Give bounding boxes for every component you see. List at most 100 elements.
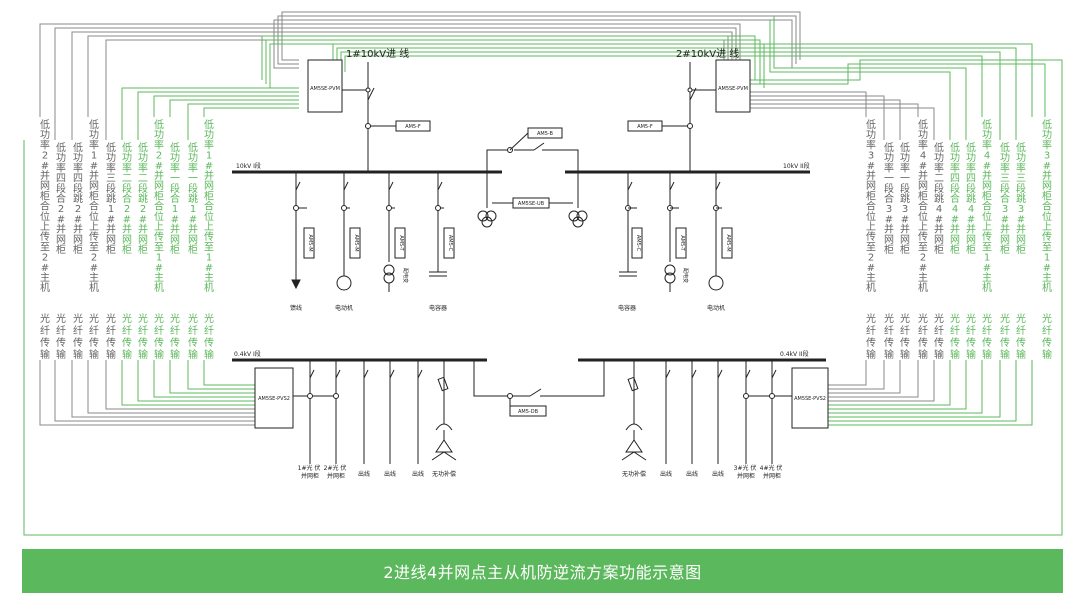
load-capacitor-left: 电容器 xyxy=(429,304,447,312)
left-label-column-9-transport: 光纤传输 xyxy=(170,312,180,361)
pvs2-right-box xyxy=(791,367,829,429)
right-label-column-10-transport: 光纤传输 xyxy=(1016,312,1026,361)
meter-m-left-1: AM5-M xyxy=(307,234,313,251)
outline-l3: 出线 xyxy=(412,470,424,478)
meter-boxes xyxy=(254,59,829,429)
wire-right-bottom-9 xyxy=(828,360,1001,418)
meter-t-right: AM5-T xyxy=(679,235,685,251)
wire-right-top-1 xyxy=(750,91,867,117)
wire-left-gray-3 xyxy=(273,19,793,69)
pvs2-left-label: AM5SE-PVS2 xyxy=(258,396,290,402)
pv4-line1: 4#光 伏 xyxy=(760,464,783,472)
wire-right-top-7 xyxy=(773,16,967,140)
wire-right-bottom-10 xyxy=(828,360,1017,422)
wire-left-bottom-10 xyxy=(187,360,255,390)
meter-c-left: AM5-C xyxy=(447,235,453,252)
b-label: AM5-B xyxy=(537,131,554,137)
right-label-column-3-transport: 光纤传输 xyxy=(900,312,910,361)
wire-left-bottom-4 xyxy=(87,360,255,414)
wire-left-bottom-7 xyxy=(137,360,255,402)
hv-bus-right-label: 10kV II段 xyxy=(783,162,810,170)
pv3-line2: 并网柜 xyxy=(737,472,755,480)
pv2-line1: 2#光 伏 xyxy=(324,464,347,472)
wire-right-bottom-5 xyxy=(828,360,935,402)
pv3-label: 3#光 伏 并网柜 xyxy=(734,464,759,480)
meter-m-right: AM5-M xyxy=(725,234,731,251)
right-label-column-11-transport: 光纤传输 xyxy=(1042,312,1052,361)
meter-m-left-2: AM5-M xyxy=(353,234,359,251)
wire-left-bottom-1 xyxy=(39,360,255,426)
wire-left-green-4 xyxy=(169,99,299,117)
load-transformer-left: 配电变 xyxy=(402,268,409,283)
left-label-column-4-transport: 光纤传输 xyxy=(89,312,99,361)
wire-top-green-1 xyxy=(261,35,756,80)
lv-loads-right-labels: 无功补偿 出线 出线 出线 3#光 伏 并网柜 4#光 伏 并网柜 xyxy=(622,464,783,480)
left-label-column-5-transport: 光纤传输 xyxy=(106,312,116,361)
pv2-line2: 并网柜 xyxy=(327,472,345,480)
wire-left-outer-2 xyxy=(54,27,737,140)
left-label-column-7-transport: 光纤传输 xyxy=(138,312,148,361)
wire-right-top-9 xyxy=(340,51,1001,140)
right-label-column-1-transport: 光纤传输 xyxy=(866,312,876,361)
wire-right-bottom-11 xyxy=(828,360,1033,426)
wire-left-bottom-3 xyxy=(71,360,255,418)
wire-top-green-2 xyxy=(265,39,761,84)
outline-r2: 出线 xyxy=(686,470,698,478)
hv-bus-left-label: 10kV I段 xyxy=(236,162,261,170)
wire-right-bottom-7 xyxy=(828,360,967,410)
wire-left-green-1 xyxy=(121,87,299,140)
bus-tie xyxy=(486,149,579,172)
primary-circuit xyxy=(232,62,826,464)
incoming-switch-left xyxy=(367,87,375,101)
pv2-label: 2#光 伏 并网柜 xyxy=(324,464,349,480)
pv4-line2: 并网柜 xyxy=(763,472,781,480)
wire-right-bottom-4 xyxy=(828,360,919,398)
lv-bus-left-label: 0.4kV I段 xyxy=(234,350,261,358)
left-label-column-1-transport: 光纤传输 xyxy=(40,312,50,361)
wire-right-top-4 xyxy=(750,103,919,117)
pv3-line1: 3#光 伏 xyxy=(734,464,757,472)
right-label-column-7-transport: 光纤传输 xyxy=(966,312,976,361)
wire-left-bottom-11 xyxy=(203,360,255,386)
wire-left-outer-3 xyxy=(71,31,733,140)
pvs2-right-label: AM5SE-PVS2 xyxy=(794,396,826,402)
left-label-column-3-transport: 光纤传输 xyxy=(73,312,83,361)
wire-right-bottom-6 xyxy=(828,360,951,406)
wire-right-top-6 xyxy=(769,20,951,140)
wire-left-gray-2 xyxy=(277,15,797,65)
right-label-column-4-transport: 光纤传输 xyxy=(918,312,928,361)
pvm-left-box xyxy=(307,59,343,113)
outline-r3: 出线 xyxy=(712,470,724,478)
f-right-label: AM5-F xyxy=(637,124,653,130)
wire-left-green-6 xyxy=(203,107,299,117)
left-label-column-11-transport: 光纤传输 xyxy=(204,312,214,361)
wire-left-bottom-5 xyxy=(105,360,255,410)
wire-left-bottom-6 xyxy=(121,360,255,406)
left-label-column-8-transport: 光纤传输 xyxy=(154,312,164,361)
wire-left-outer-1 xyxy=(39,23,741,117)
load-feeder: 馈线 xyxy=(290,304,302,312)
right-label-column-2-transport: 光纤传输 xyxy=(884,312,894,361)
signal-wiring xyxy=(23,11,1063,536)
right-label-column-6-transport: 光纤传输 xyxy=(950,312,960,361)
pvm-right-box xyxy=(715,59,751,113)
wire-left-gray-1 xyxy=(281,11,801,61)
